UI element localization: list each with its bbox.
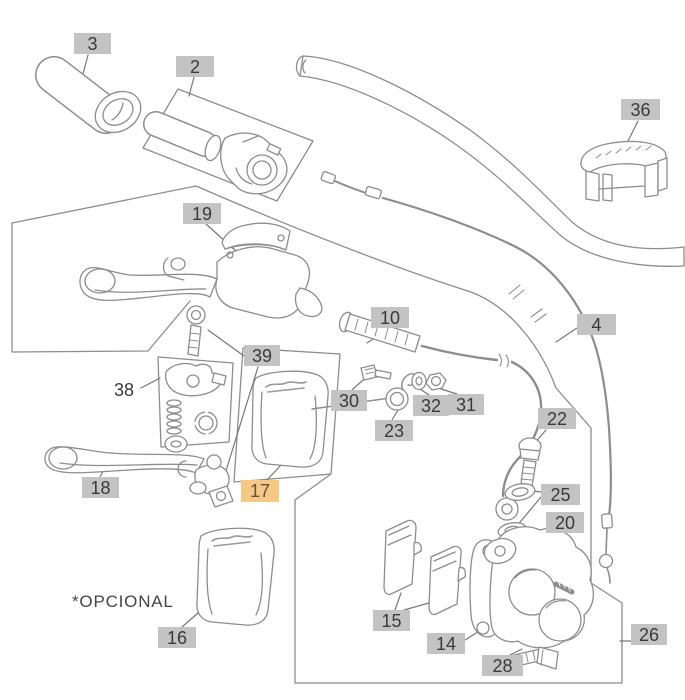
- part-label-4[interactable]: 4: [577, 314, 616, 335]
- part-number: 30: [338, 390, 360, 411]
- part-label-3[interactable]: 3: [74, 33, 111, 54]
- spares-bag-17-drawing: [251, 370, 329, 468]
- part-number: 17: [249, 481, 271, 501]
- part-label-32[interactable]: 32: [413, 395, 449, 416]
- part-label-26[interactable]: 26: [631, 624, 667, 645]
- part-number: 39: [251, 345, 273, 366]
- part-number: 23: [383, 420, 405, 441]
- brake-pads-drawing: [383, 519, 466, 616]
- part-number: 36: [630, 99, 651, 120]
- optional-note: *OPCIONAL: [72, 592, 174, 611]
- part-number: 25: [550, 484, 571, 505]
- part-number: 3: [87, 33, 98, 54]
- part-label-14[interactable]: 14: [427, 633, 465, 654]
- spare-lever-drawing: [44, 446, 234, 508]
- bar-clamp-drawing: [580, 140, 668, 202]
- part-number: 32: [420, 395, 442, 416]
- part-number: 10: [379, 307, 401, 328]
- part-label-2[interactable]: 2: [176, 56, 214, 77]
- master-cylinder-drawing: [79, 222, 323, 357]
- spares-bag-16-drawing: [196, 527, 275, 626]
- part-label-19[interactable]: 19: [183, 203, 221, 224]
- part-label-31[interactable]: 31: [448, 394, 484, 415]
- part-label-18[interactable]: 18: [82, 477, 119, 498]
- part-label-10[interactable]: 10: [371, 307, 409, 328]
- part-number: 31: [455, 394, 477, 415]
- part-label-30[interactable]: 30: [331, 390, 367, 411]
- part-number: 20: [554, 512, 576, 533]
- part-number: 16: [166, 627, 188, 648]
- part-number: 4: [591, 314, 602, 335]
- part-label-23[interactable]: 23: [375, 420, 413, 441]
- part-label-28[interactable]: 28: [482, 655, 523, 676]
- part-label-22[interactable]: 22: [538, 408, 576, 429]
- brake-hose-drawing: [338, 311, 543, 521]
- part-number: 22: [546, 408, 568, 429]
- handlebar-drawing: [295, 55, 685, 267]
- part-number: 19: [191, 203, 213, 224]
- part-number: 26: [638, 624, 660, 645]
- lever-perch-kit-drawing: [164, 362, 227, 453]
- grip-drawing: [35, 56, 142, 134]
- part-number: 14: [435, 633, 457, 654]
- part-number: 38: [114, 379, 135, 400]
- part-label-16[interactable]: 16: [158, 627, 196, 648]
- part-label-36[interactable]: 36: [621, 99, 660, 120]
- part-number: 18: [90, 477, 111, 498]
- part-label-38[interactable]: 38: [114, 379, 134, 400]
- part-label-20[interactable]: 20: [546, 512, 584, 533]
- fasteners-drawing: [311, 364, 447, 411]
- part-label-17-highlighted[interactable]: 17: [241, 480, 279, 502]
- throttle-assembly-drawing: [143, 111, 288, 195]
- part-number: 2: [189, 56, 200, 77]
- brake-caliper-drawing: [469, 526, 595, 649]
- part-number: 15: [381, 610, 402, 631]
- part-label-15[interactable]: 15: [373, 610, 410, 631]
- part-label-25[interactable]: 25: [541, 484, 580, 505]
- part-label-39[interactable]: 39: [244, 345, 280, 366]
- part-number: 28: [492, 655, 513, 676]
